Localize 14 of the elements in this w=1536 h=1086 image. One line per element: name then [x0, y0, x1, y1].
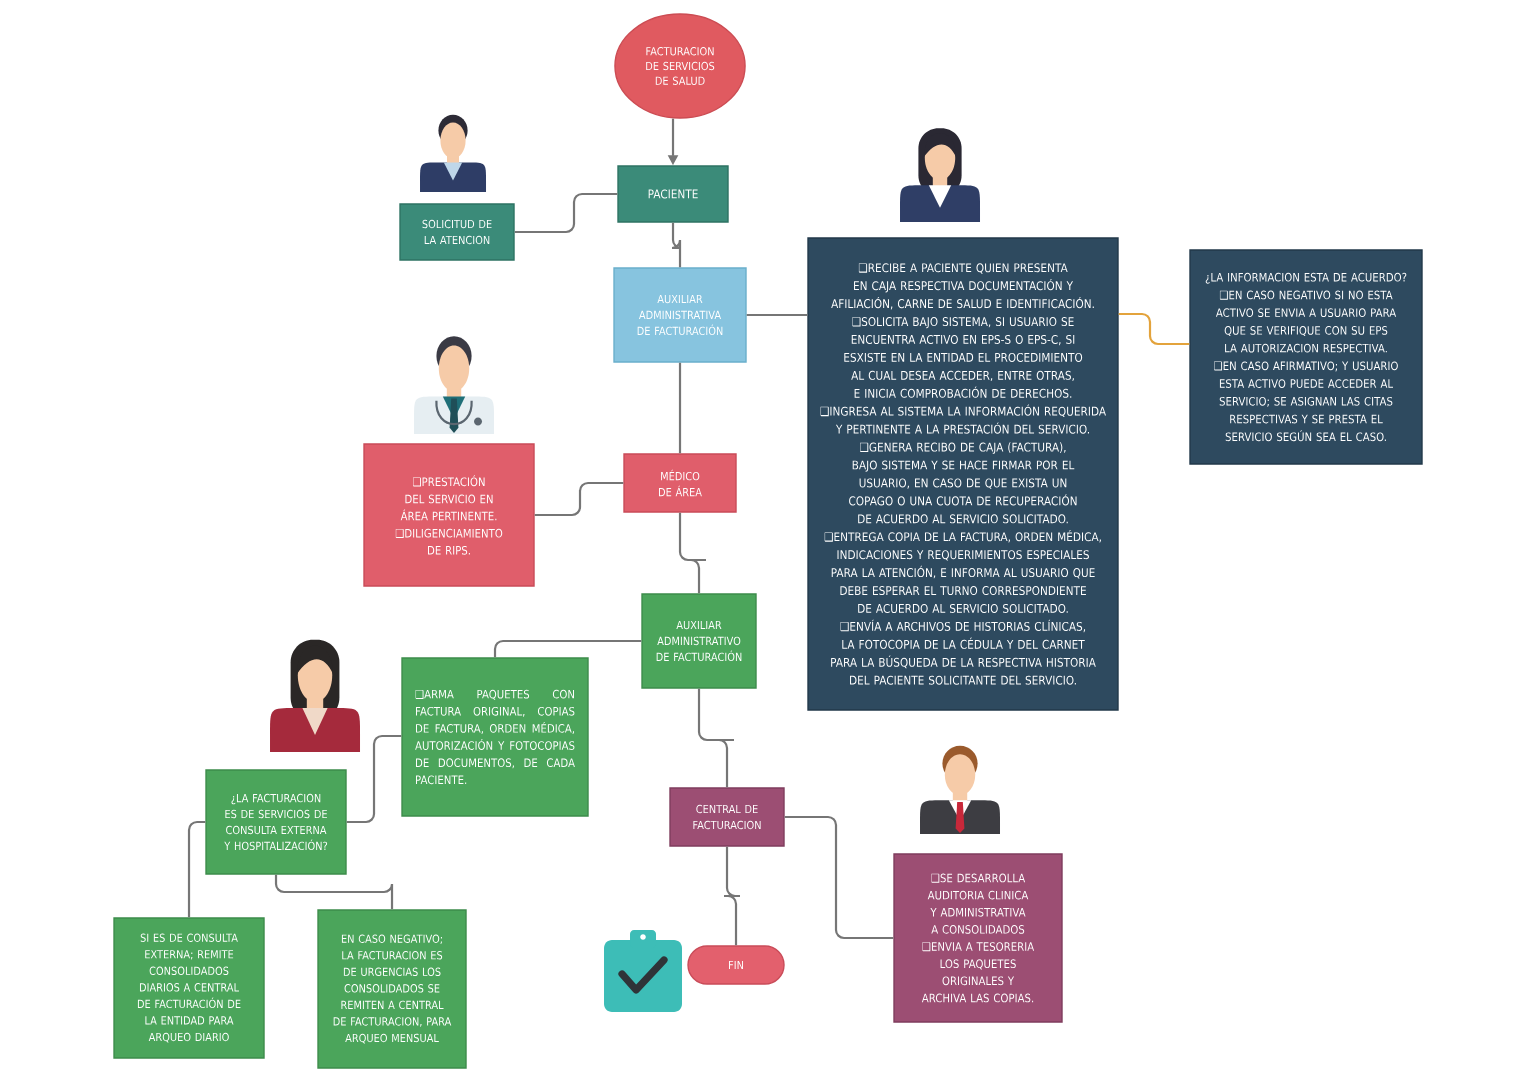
connector-line: [697, 688, 736, 788]
connector-line: [493, 639, 642, 658]
connector-line: [187, 820, 206, 918]
connector-line: [722, 846, 742, 946]
connector-line: [1118, 312, 1190, 346]
connector-line: [274, 874, 394, 910]
connector-line: [534, 481, 624, 517]
connector-line: [784, 815, 894, 940]
connector-line: [678, 512, 708, 594]
connector-line: [346, 734, 402, 824]
connector-line: [678, 362, 682, 454]
connector-line: [746, 313, 808, 317]
connector-line: [514, 192, 618, 234]
connector-line: [670, 222, 683, 268]
